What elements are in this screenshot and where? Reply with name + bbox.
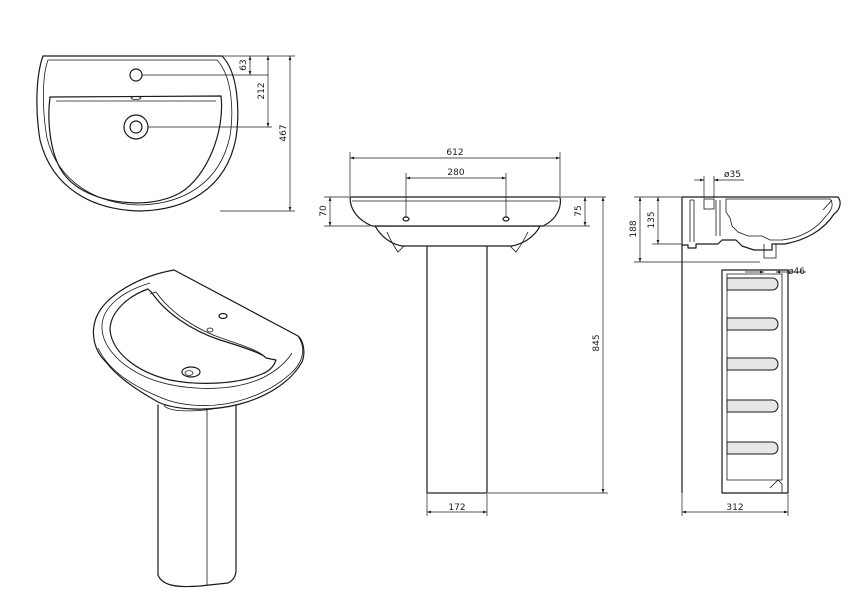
isometric-view [92, 269, 305, 588]
pedestal-iso [157, 394, 237, 588]
dim-280-label: 280 [447, 168, 464, 178]
dim-dia35-label: ø35 [724, 170, 741, 180]
dim-dia46-label: ø46 [788, 267, 805, 277]
waste-outlet-plan [123, 114, 149, 140]
top-view: 63 212 467 [36, 55, 295, 212]
dim-75-label: 75 [574, 205, 584, 216]
front-view: 612 280 70 75 845 172 [319, 148, 608, 516]
bowl-iso [109, 288, 277, 384]
dim-312-label: 312 [726, 503, 743, 513]
dim-467-label: 467 [279, 124, 289, 141]
basin-rim-inner-plan [42, 59, 233, 206]
bowl-outline-plan [48, 95, 223, 204]
pedestal-ribs [726, 277, 779, 455]
basin-outline-iso [92, 269, 305, 410]
dim-135-label: 135 [647, 211, 657, 228]
tap-hole-side [703, 198, 715, 210]
basin-section-side [681, 196, 841, 251]
dim-845-label: 845 [592, 334, 602, 351]
tap-hole-plan [129, 68, 143, 82]
tap-hole-iso [218, 312, 228, 320]
dim-612-label: 612 [446, 148, 463, 158]
side-section-view: ø35 188 135 ø46 312 [629, 170, 841, 516]
basin-rim-iso [101, 282, 293, 389]
dim-63-label: 63 [239, 59, 249, 70]
dim-172-label: 172 [448, 503, 465, 513]
dim-188-label: 188 [629, 220, 639, 237]
pedestal-section-side [721, 269, 789, 494]
basin-underside-front [373, 225, 541, 247]
dim-212-label: 212 [257, 82, 267, 99]
basin-outline-plan [36, 55, 239, 212]
waste-pipe-side [763, 244, 777, 259]
pedestal-front [426, 244, 488, 494]
waste-outlet-iso [181, 366, 201, 378]
dim-70-label: 70 [319, 205, 329, 217]
